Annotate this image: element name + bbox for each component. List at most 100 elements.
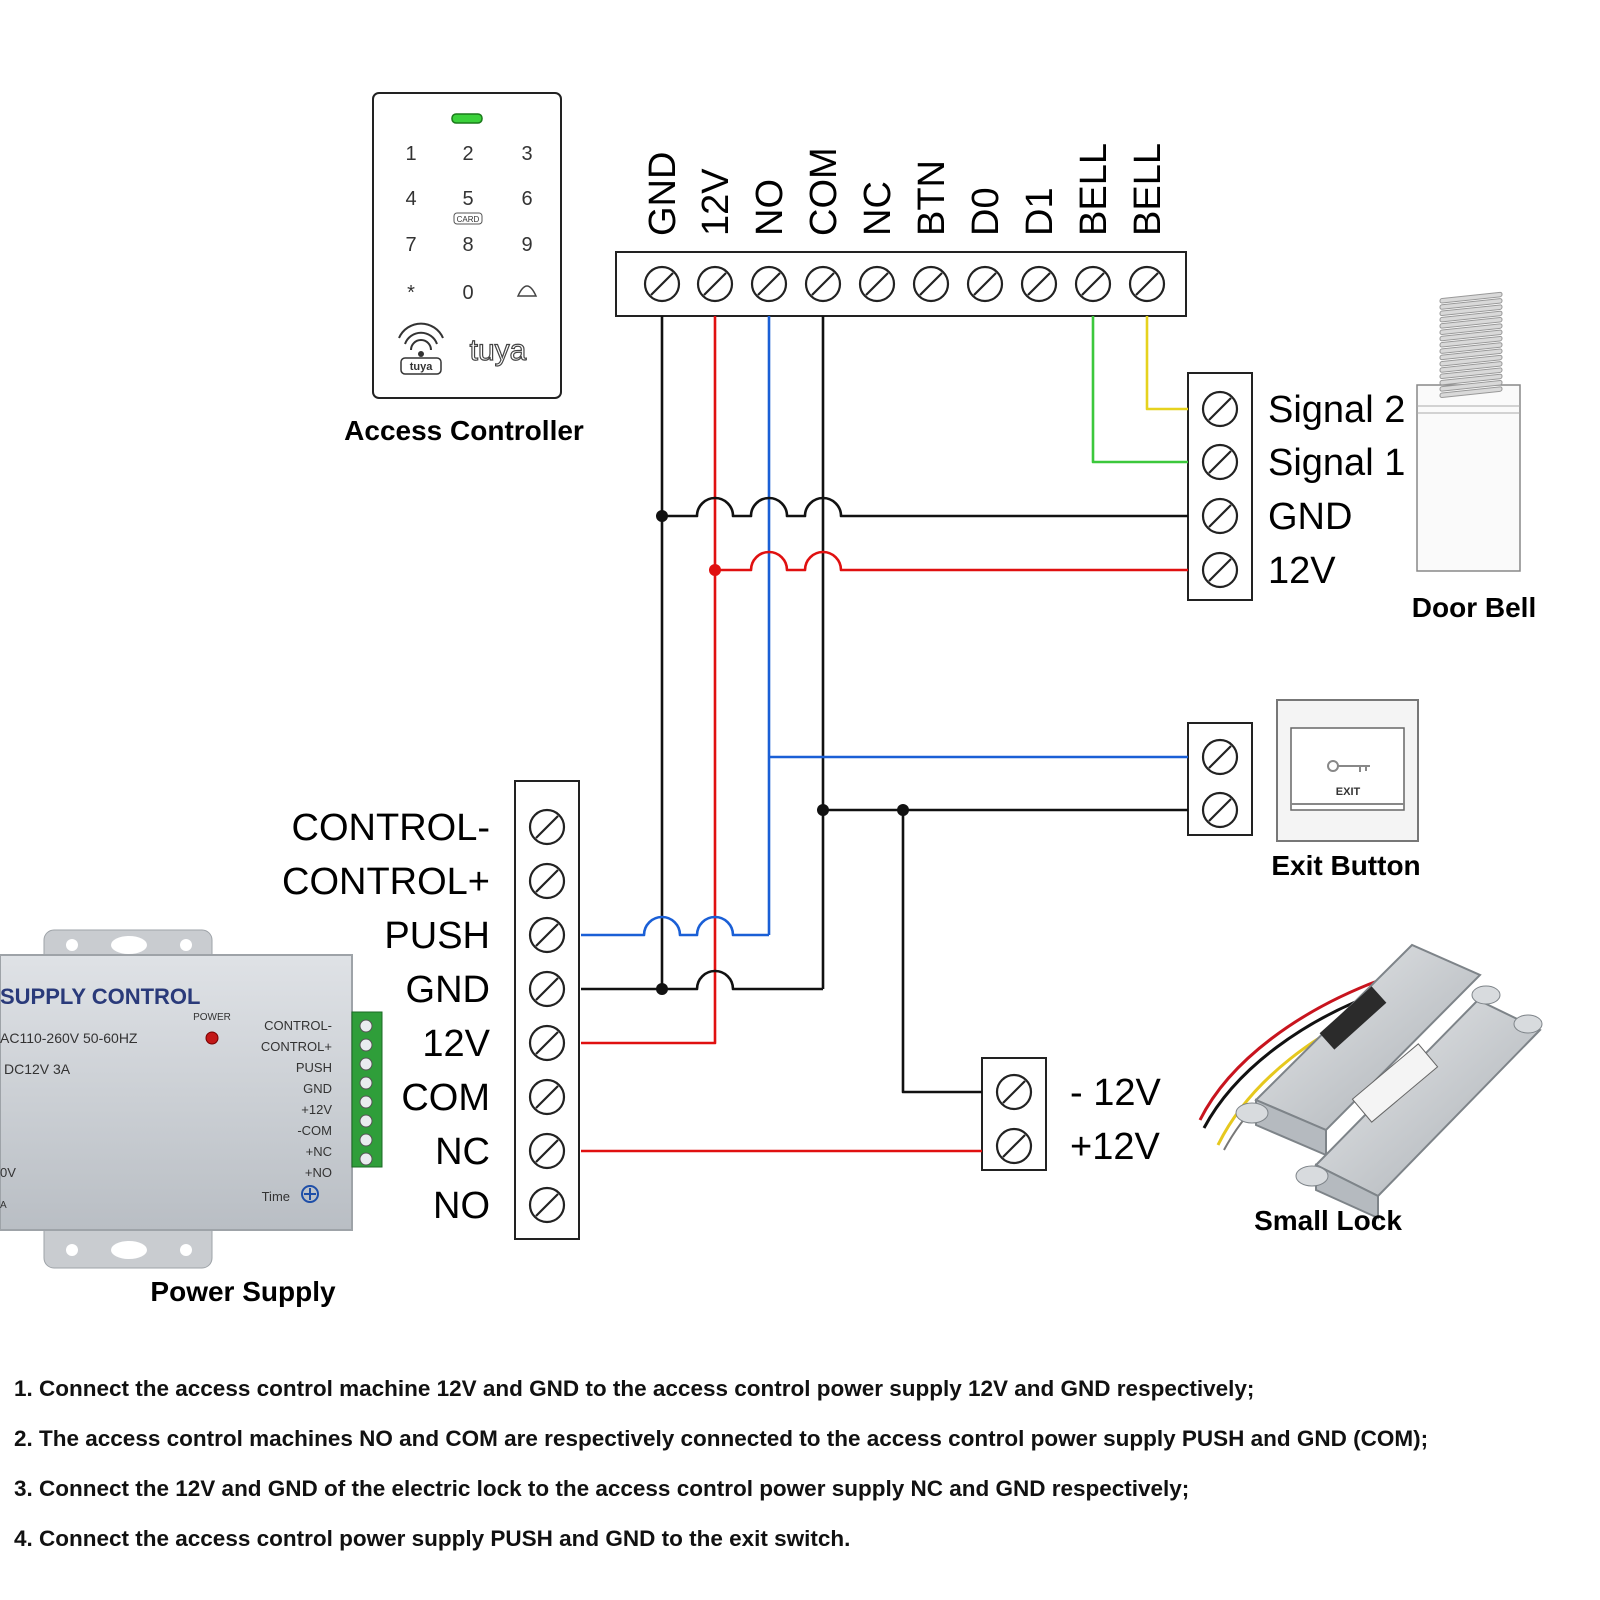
- instruction-item: 4. Connect the access control power supp…: [14, 1526, 851, 1551]
- lock-terminal-label: +12V: [1070, 1126, 1160, 1168]
- tuya-badge: tuya: [410, 361, 434, 373]
- instructions-list: 1. Connect the access control machine 12…: [14, 1376, 1594, 1576]
- access-controller-caption: Access Controller: [344, 415, 584, 446]
- wire-ps-gnd: [581, 969, 823, 991]
- screw-terminal-icon: [1020, 265, 1058, 303]
- screw-terminal-icon: [804, 265, 842, 303]
- terminal-label-bell: BELL: [1073, 143, 1115, 236]
- wires: [581, 316, 1188, 1153]
- wireless-icon: [398, 322, 444, 351]
- key-3: 3: [521, 143, 532, 165]
- wire-12v: [581, 316, 717, 1045]
- exit-button-device[interactable]: EXIT: [1276, 699, 1419, 842]
- tuya-logo: tuya: [470, 334, 527, 367]
- ps-device-label: CONTROL+: [261, 1039, 332, 1054]
- ps-device-label: +NC: [306, 1144, 332, 1159]
- key-icon: [1327, 760, 1370, 772]
- ps-terminal-label: NO: [433, 1185, 490, 1227]
- screw-terminal-icon: [1201, 738, 1239, 776]
- key-0: 0: [462, 282, 473, 304]
- screw-terminal-icon: [528, 916, 566, 954]
- ps-device-label: GND: [303, 1081, 332, 1096]
- bell-key-icon: [516, 285, 538, 297]
- power-supply-device: SUPPLY CONTROL AC110-260V 50-60HZ DC12V …: [0, 929, 383, 1269]
- power-led-label: POWER: [193, 1012, 231, 1023]
- supply-side-amp: A: [0, 1200, 7, 1211]
- screw-terminal-icon: [528, 970, 566, 1008]
- screw-terminal-icon: [1201, 551, 1239, 589]
- door-bell-device: [1416, 291, 1521, 572]
- door-bell-terminal-label: 12V: [1268, 550, 1336, 592]
- key-8: 8: [462, 234, 473, 256]
- wire-bell-gnd: [662, 496, 1188, 518]
- key-4: 4: [405, 188, 416, 210]
- supply-output-rating: DC12V 3A: [4, 1061, 71, 1077]
- terminal-label-d0: D0: [965, 187, 1007, 236]
- exit-button-terminal-block: [1187, 722, 1253, 836]
- exit-label: EXIT: [1336, 786, 1361, 798]
- screw-terminal-icon: [643, 265, 681, 303]
- junction-dot: [709, 564, 721, 576]
- screw-terminal-icon: [528, 1078, 566, 1116]
- screw-terminal-icon: [1201, 497, 1239, 535]
- status-led-icon: [451, 113, 483, 124]
- lock-serial-plate: [1351, 1043, 1439, 1123]
- lock-label-plate: [1319, 986, 1387, 1050]
- supply-side-volt: 0V: [0, 1165, 16, 1180]
- wire-lock-neg: [901, 810, 982, 1094]
- terminal-label-d1: D1: [1019, 187, 1061, 236]
- key-5: 5: [462, 188, 473, 210]
- junction-dot: [656, 510, 668, 522]
- junction-dot: [656, 983, 668, 995]
- time-knob-icon: [301, 1185, 319, 1203]
- screw-terminal-icon: [528, 1024, 566, 1062]
- screw-terminal-icon: [1074, 265, 1112, 303]
- power-led-icon: [205, 1031, 219, 1045]
- screw-terminal-icon: [750, 265, 788, 303]
- key-7: 7: [405, 234, 416, 256]
- key-2: 2: [462, 143, 473, 165]
- ps-terminal-label: NC: [435, 1131, 490, 1173]
- screw-terminal-icon: [995, 1073, 1033, 1111]
- screw-terminal-icon: [1201, 390, 1239, 428]
- key-6: 6: [521, 188, 532, 210]
- door-bell-terminal-label: Signal 1: [1268, 442, 1405, 484]
- supply-control-title: SUPPLY CONTROL: [0, 984, 200, 1009]
- ps-terminal-label: PUSH: [384, 915, 490, 957]
- wire-bell-12v: [715, 550, 1188, 572]
- small-lock-caption: Small Lock: [1254, 1205, 1402, 1236]
- lock-terminal-label: - 12V: [1070, 1072, 1161, 1114]
- screw-terminal-icon: [1201, 443, 1239, 481]
- screw-terminal-icon: [858, 265, 896, 303]
- screw-terminal-icon: [528, 808, 566, 846]
- terminal-label-bell: BELL: [1127, 143, 1169, 236]
- wire-bell-signal-2: [1145, 316, 1188, 411]
- wire-bell-signal-1: [1091, 316, 1188, 464]
- ps-terminal-label: 12V: [422, 1023, 490, 1065]
- screw-terminal-icon: [528, 862, 566, 900]
- screw-terminal-icon: [528, 1132, 566, 1170]
- screw-terminal-icon: [995, 1127, 1033, 1165]
- card-label: CARD: [457, 215, 480, 224]
- time-label: Time: [262, 1189, 290, 1204]
- ps-terminal-label: COM: [401, 1077, 490, 1119]
- ps-device-label: CONTROL-: [264, 1018, 332, 1033]
- terminal-label-12v: 12V: [695, 168, 737, 236]
- ps-device-label: +NO: [305, 1165, 332, 1180]
- terminal-label-gnd: GND: [642, 152, 684, 236]
- terminal-label-no: NO: [749, 179, 791, 236]
- small-lock-terminal-block: - 12V +12V: [981, 1057, 1161, 1171]
- screw-terminal-icon: [966, 265, 1004, 303]
- screw-terminal-icon: [696, 265, 734, 303]
- terminal-label-com: COM: [803, 147, 845, 236]
- screw-terminal-icon: [1201, 791, 1239, 829]
- screw-terminal-icon: [1128, 265, 1166, 303]
- ps-terminal-label: GND: [406, 969, 490, 1011]
- wire-ps-push: [581, 915, 769, 937]
